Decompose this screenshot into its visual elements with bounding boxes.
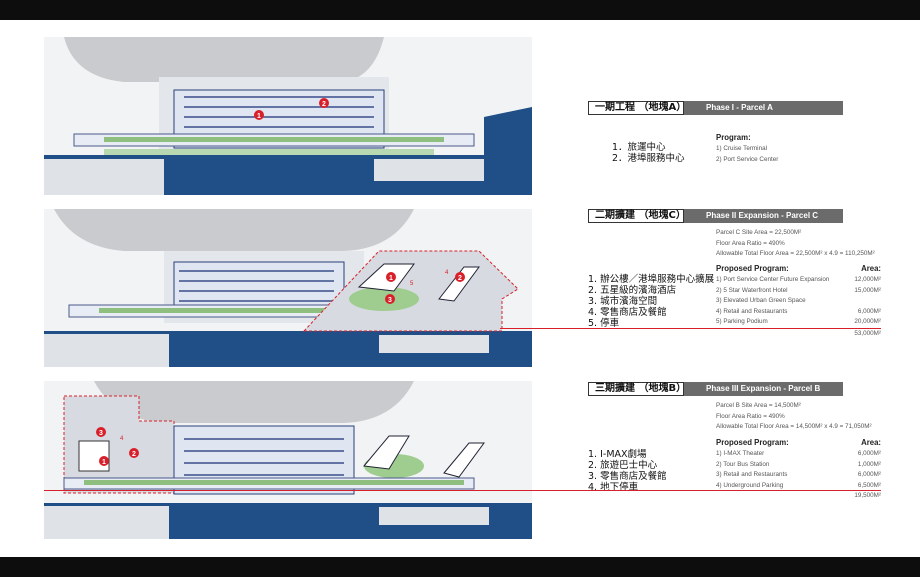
list-item: 1．旅運中心	[612, 142, 666, 153]
site-plan-phase-2: 1 2 3 4 5	[44, 209, 532, 367]
marker-5: 5	[410, 281, 414, 287]
list-item: 5. 停車	[588, 318, 620, 329]
program-item: 4) Retail and Restaurants	[716, 307, 788, 315]
program-item: 1) Cruise Terminal	[716, 145, 767, 152]
marker-4: 4	[120, 436, 124, 442]
phase-2-title-zh: 二期擴建 （地塊C）	[588, 209, 686, 223]
program-item: 1) I-MAX Theater	[716, 450, 765, 457]
program-label: Proposed Program:	[716, 264, 789, 273]
program-area: 12,000M²	[854, 276, 881, 283]
phase-2-title-en: Phase II Expansion - Parcel C	[684, 209, 843, 223]
area-label: Area:	[861, 438, 881, 447]
list-item: 2. 旅遊巴士中心	[588, 460, 658, 471]
bottom-bar	[0, 557, 920, 577]
phase-3-program: Proposed Program: Area: 1) I-MAX Theater 6…	[716, 437, 881, 491]
phase-2-total: 53,000M²	[854, 330, 881, 337]
program-area: 6,000M²	[857, 471, 881, 478]
program-item: 3) Retail and Restaurants	[716, 471, 788, 478]
marker-2: 2	[458, 275, 462, 282]
marker-1: 1	[102, 459, 106, 466]
program-area: 6,000M²	[857, 450, 881, 457]
program-area: 15,000M²	[854, 286, 881, 294]
marker-4: 4	[445, 270, 449, 276]
phase-3-header: 三期擴建 （地塊B） Phase III Expansion - Parcel …	[588, 382, 843, 396]
list-item: 2. 五星級的濱海酒店	[588, 285, 677, 296]
phase-3-title-zh: 三期擴建 （地塊B）	[588, 382, 686, 396]
top-bar	[0, 0, 920, 20]
program-area	[841, 296, 881, 307]
marker-2: 2	[322, 101, 326, 108]
site-plan-phase-1: 1 2	[44, 37, 532, 195]
program-item: 2) 5 Star Waterfront Hotel	[716, 286, 788, 294]
phase-1-program: Program: 1) Cruise Terminal 2) Port Serv…	[716, 132, 881, 165]
marker-2: 2	[132, 451, 136, 458]
program-item: 1) Port Service Center Future Expansion	[716, 276, 830, 283]
phase-1-list-zh: 1．旅運中心 2．港埠服務中心	[612, 142, 685, 164]
program-label: Program:	[716, 133, 751, 142]
list-item: 3. 城市濱海空間	[588, 296, 658, 307]
program-label: Proposed Program:	[716, 438, 789, 447]
program-area: 20,000M²	[854, 318, 881, 325]
phase-1-title-en: Phase I - Parcel A	[684, 101, 843, 115]
allowable-floor-area: Allowable Total Floor Area = 22,500M² x …	[716, 250, 875, 257]
phase-3-total: 19,500M²	[854, 492, 881, 499]
program-item: 5) Parking Podium	[716, 318, 768, 325]
list-item: 4. 地下停車	[588, 482, 639, 493]
phase-2-header: 二期擴建 （地塊C） Phase II Expansion - Parcel C	[588, 209, 843, 223]
phase-3-list-zh: 1. I-MAX劇場 2. 旅遊巴士中心 3. 零售商店及餐館 4. 地下停車	[588, 449, 667, 493]
phase-2-leader-line	[500, 328, 881, 329]
program-item: 3) Elevated Urban Green Space	[716, 297, 806, 304]
site-area: Parcel C Site Area = 22,500M²	[716, 229, 802, 236]
program-item: 2) Tour Bus Station	[716, 460, 770, 468]
area-label: Area:	[861, 264, 881, 273]
phase-2-site-info: Parcel C Site Area = 22,500M² Floor Area…	[716, 228, 875, 260]
phase-2-list-zh: 1. 辦公樓／港埠服務中心擴展 2. 五星級的濱海酒店 3. 城市濱海空間 4.…	[588, 274, 714, 329]
floor-area-ratio: Floor Area Ratio = 490%	[716, 412, 785, 420]
allowable-floor-area: Allowable Total Floor Area = 14,500M² x …	[716, 423, 872, 430]
list-item: 2．港埠服務中心	[612, 153, 685, 164]
program-item: 2) Port Service Center	[716, 155, 779, 163]
program-item: 4) Underground Parking	[716, 481, 784, 489]
marker-3: 3	[99, 430, 103, 437]
program-area: 1,000M²	[857, 460, 881, 468]
program-area: 6,000M²	[857, 307, 881, 315]
phase-2-program: Proposed Program: Area: 1) Port Service C…	[716, 263, 881, 328]
marker-1: 1	[257, 113, 261, 120]
phase-1-header: 一期工程 （地塊A） Phase I - Parcel A	[588, 101, 843, 115]
site-area: Parcel B Site Area = 14,500M²	[716, 402, 801, 409]
phase-1-title-zh: 一期工程 （地塊A）	[588, 101, 686, 115]
list-item: 3. 零售商店及餐館	[588, 471, 667, 482]
marker-1: 1	[389, 275, 393, 282]
program-area: 6,500M²	[857, 481, 881, 489]
list-item: 1. I-MAX劇場	[588, 449, 647, 460]
phase-3-site-info: Parcel B Site Area = 14,500M² Floor Area…	[716, 401, 872, 433]
list-item: 1. 辦公樓／港埠服務中心擴展	[588, 274, 715, 285]
phase-3-leader-line	[44, 490, 881, 491]
site-plan-phase-3: 1 2 3 4	[44, 381, 532, 539]
list-item: 4. 零售商店及餐館	[588, 307, 667, 318]
floor-area-ratio: Floor Area Ratio = 490%	[716, 239, 785, 247]
phase-3-title-en: Phase III Expansion - Parcel B	[684, 382, 843, 396]
marker-3: 3	[388, 297, 392, 304]
